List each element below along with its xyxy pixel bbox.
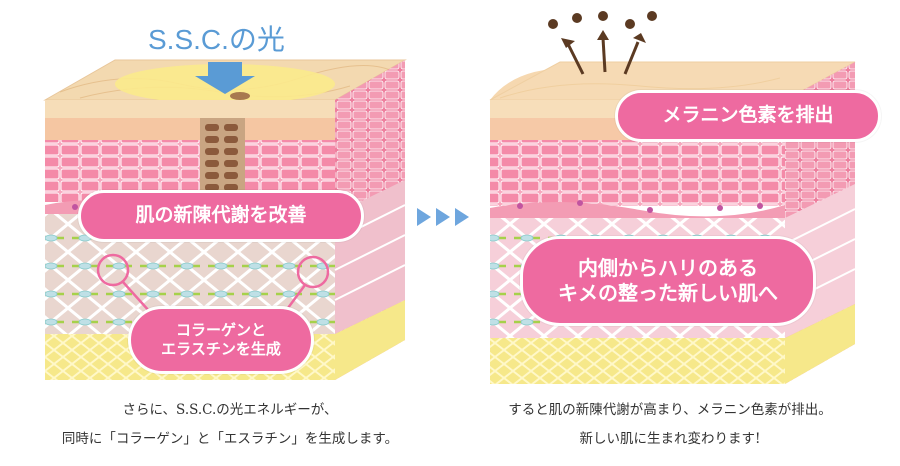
badge-melanin-text: メラニン色素を排出 [662,104,834,127]
light-label: S.S.C.の光 [148,24,285,55]
melanin-ejection [548,11,657,75]
magnifier-circle-icon [296,255,330,289]
melanin-dot-icon [625,19,635,29]
melanin-dot-icon [598,11,608,21]
left-caption-line2: 同時に「コラーゲン」と「エスラチン」を生成します。 [61,431,399,447]
badge-metabolism: 肌の新陳代謝を改善 [78,190,364,242]
right-caption: すると肌の新陳代謝が高まり、メラニン色素が排出。 新しい肌に生まれ変わります! [455,398,885,447]
left-caption-line1: さらに、S.S.C.の光エネルギーが、 [122,402,338,418]
play-arrow-icon [417,208,469,226]
badge-metabolism-text: 肌の新陳代謝を改善 [135,204,307,227]
right-caption-line2: 新しい肌に生まれ変わります! [579,431,761,447]
badge-collagen-line1: コラーゲンと [175,321,266,340]
left-caption: さらに、S.S.C.の光エネルギーが、 同時に「コラーゲン」と「エスラチン」を生… [20,398,440,447]
badge-firm-skin: 内側からハリのある キメの整った新しい肌へ [520,236,816,326]
badge-collagen: コラーゲンと エラスチンを生成 [128,306,314,374]
badge-collagen-line2: エラスチンを生成 [161,340,281,358]
melanin-dot-icon [572,13,582,23]
badge-firm-line1: 内側からハリのある [578,256,758,280]
melanin-dot-icon [647,11,657,21]
down-arrow-icon [195,62,255,94]
badge-firm-line2: キメの整った新しい肌へ [558,281,778,305]
melanin-dot-icon [548,19,558,29]
right-caption-line1: すると肌の新陳代謝が高まり、メラニン色素が排出。 [508,402,832,418]
magnifier-circle-icon [96,253,130,287]
badge-melanin: メラニン色素を排出 [615,90,881,142]
